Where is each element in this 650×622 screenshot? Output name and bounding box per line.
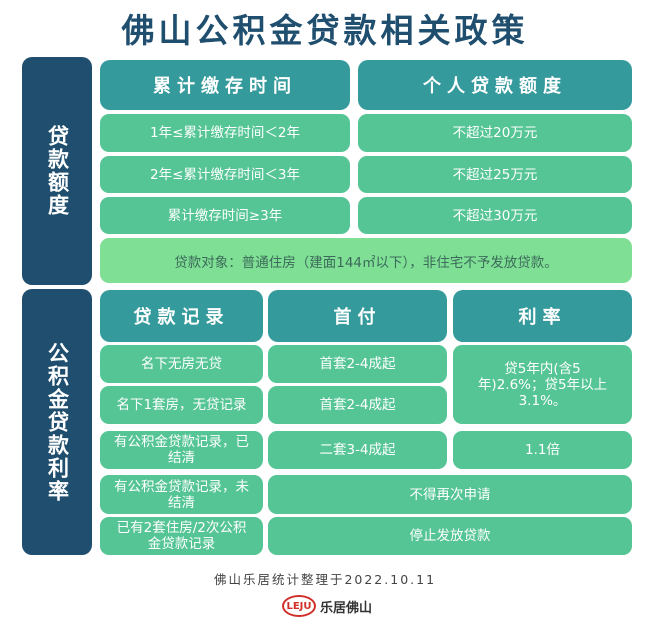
header-loan-record: 贷款记录 [100,290,263,342]
cell: 已有2套住房/2次公积金贷款记录 [100,517,263,555]
cell: 停止发放贷款 [268,517,632,555]
section-label-loan-limit: 贷款额度 [22,57,92,285]
leju-logo-text: 乐居佛山 [320,600,373,616]
rate-merged-cell: 贷5年内(含5年)2.6%；贷5年以上3.1%。 [453,345,632,424]
header-loan-limit: 个人贷款额度 [358,60,632,110]
cell: 首套2-4成起 [268,345,447,383]
section-label-loan-rate: 公积金贷款利率 [22,289,92,555]
cell: 不得再次申请 [268,475,632,514]
cell: 首套2-4成起 [268,386,447,424]
loan-target-note: 贷款对象：普通住房（建面144㎡以下），非住宅不予发放贷款。 [100,238,632,283]
cell: 有公积金贷款记录，已结清 [100,431,263,469]
leju-logo-mark: LEJU [282,595,316,617]
cell: 有公积金贷款记录，未结清 [100,475,263,514]
cell: 不超过20万元 [358,114,632,152]
cell: 不超过25万元 [358,156,632,193]
cell: 名下1套房，无贷记录 [100,386,263,424]
cell: 2年≤累计缴存时间＜3年 [100,156,350,193]
cell: 名下无房无贷 [100,345,263,383]
header-down-payment: 首付 [268,290,447,342]
page-title: 佛山公积金贷款相关政策 [121,11,529,50]
cell: 1年≤累计缴存时间＜2年 [100,114,350,152]
cell: 不超过30万元 [358,197,632,234]
cell: 二套3-4成起 [268,431,447,469]
cell: 1.1倍 [453,431,632,469]
header-deposit-time: 累计缴存时间 [100,60,350,110]
footer-source: 佛山乐居统计整理于2022.10.11 [213,571,437,587]
cell: 累计缴存时间≥3年 [100,197,350,234]
header-interest-rate: 利率 [453,290,632,342]
leju-logo: LEJU 乐居佛山 [282,594,372,618]
